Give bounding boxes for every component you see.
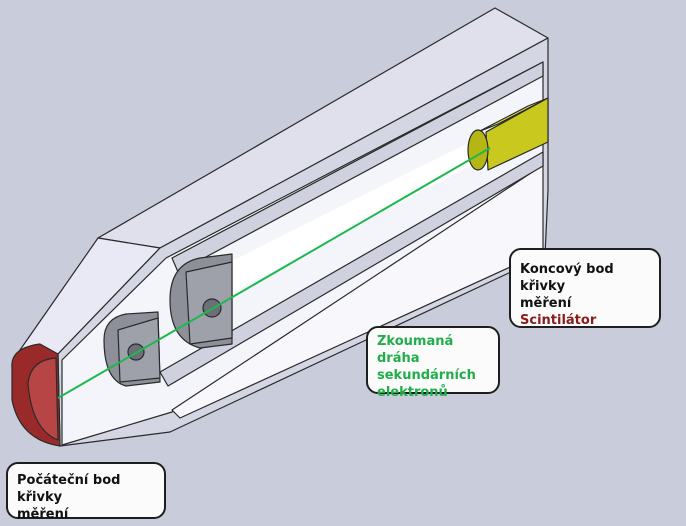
path-label-3: elektronů bbox=[377, 385, 448, 400]
path-label-1: Zkoumaná dráha bbox=[377, 334, 454, 366]
inner-tube-upper-wall bbox=[171, 61, 544, 273]
callout-end-point: Koncový bod křivky měření Scintilátor bbox=[509, 248, 661, 328]
inner-tube-lower-wall bbox=[159, 151, 544, 387]
start-point-label-2: měření bbox=[17, 507, 69, 522]
path-label-2: sekundárních bbox=[377, 368, 476, 383]
tube-inner-surface bbox=[180, 118, 520, 320]
electron-path-line bbox=[57, 147, 491, 399]
start-cap-inner bbox=[27, 357, 59, 441]
callout-start-point: Počáteční bod křivky měření bbox=[6, 462, 166, 522]
start-point-label-1: Počáteční bod křivky bbox=[17, 473, 121, 505]
end-point-label-2: měření bbox=[520, 296, 572, 311]
end-point-label-1: Koncový bod křivky bbox=[520, 262, 614, 294]
scintillator-label: Scintilátor bbox=[520, 313, 597, 328]
callout-electron-path: Zkoumaná dráha sekundárních elektronů bbox=[366, 326, 500, 400]
